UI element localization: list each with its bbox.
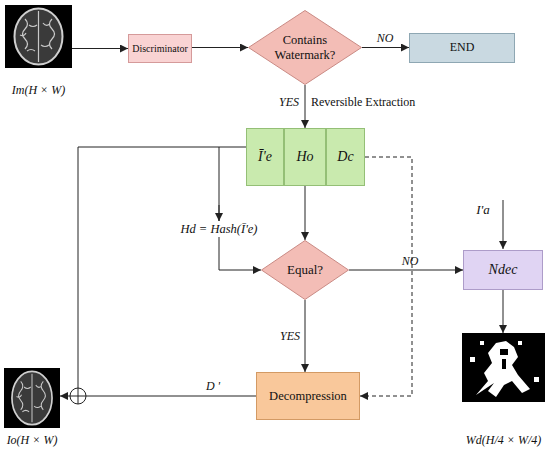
image-caption: Im(H × W) [12,82,65,98]
flow-arrow [362,47,409,48]
node-label: Decompression [269,389,347,403]
flow-arrow [305,186,306,240]
flow-arrow [305,85,306,128]
flow-arrow [349,270,463,271]
brain-folds [20,11,55,62]
node-label: Ho [296,149,313,165]
node-label: END [450,41,475,55]
watermark-pixels [468,341,537,373]
flow-arrow [360,157,412,396]
edge-label: NO [402,254,419,268]
process-box: END [409,33,515,63]
process-box: Decompression [256,372,360,420]
image-node: Im(H × W) [5,5,72,98]
image-background [5,5,72,68]
edge-label: Hd = Hash(Ī'e) [178,221,259,237]
flow-arrow [192,47,248,48]
node-label: Ī'e [258,149,272,165]
decision-diamond: Equal? [261,240,349,300]
image-background [462,333,545,402]
node-label: Contains Watermark? [266,33,344,62]
hash-input-arrow [219,205,220,221]
output-brain-image [4,368,60,428]
branch-wire [78,147,219,388]
edge-label: D ' [206,379,220,393]
flow-arrow [60,396,256,397]
watermark-pixels [470,341,539,382]
node-label: Discriminator [132,43,188,55]
input-brain-image [5,5,72,68]
node-label: Equal? [287,263,323,278]
attack-input-arrow [503,200,504,249]
decision-diamond: Contains Watermark? [248,10,362,85]
brain-outline [12,371,52,424]
flow-arrow [503,290,504,333]
edge-label: YES [280,329,300,343]
image-caption: Wd(H/4 × W/4) [466,432,541,448]
annotation-label: I'a [476,203,490,217]
node-label: Ndec [489,262,518,278]
brain-folds [17,374,46,423]
edge-label: NO [377,31,394,45]
image-node: Io(H × W) [4,368,60,448]
node-label: Dc [337,149,353,165]
image-node: Wd(H/4 × W/4) [462,333,545,448]
process-box: Ho [284,128,326,186]
image-caption: Io(H × W) [7,432,58,448]
image-background [4,368,60,428]
diamond-shape [262,241,349,300]
watermark-image [462,333,545,402]
brain-outline [15,9,63,65]
flow-arrow [305,300,306,372]
flow-arrow [72,48,128,49]
sum-circle [70,388,86,404]
process-box: Ndec [463,250,543,290]
annotation-label: Reversible Extraction [311,95,415,109]
edge-label: YES [279,95,299,109]
diamond-shape [249,11,362,85]
process-box: Ī'e [246,128,284,186]
sum-cross [70,388,86,404]
process-box: Dc [326,128,365,186]
process-box: Discriminator [128,34,192,63]
